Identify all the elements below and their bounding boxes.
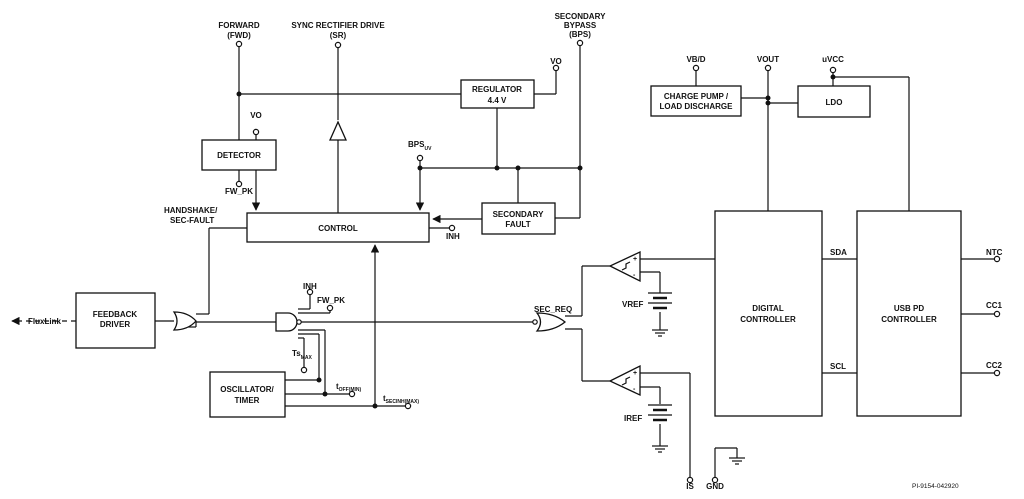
pin-gnd	[711, 476, 719, 484]
ldo-block: LDO	[797, 85, 871, 118]
label-vo-det: VO	[250, 111, 262, 120]
usbpd-label-1: USB PD	[894, 304, 924, 313]
sr-buffer-symbol	[328, 120, 348, 141]
pin-vout	[764, 64, 772, 72]
pin-inh2	[306, 288, 314, 296]
battery-iref	[648, 404, 672, 453]
pin-cc1	[993, 310, 1001, 318]
label-bps: (BPS)	[569, 30, 591, 39]
pin-tsmax	[300, 366, 308, 374]
label-vo-reg: VO	[550, 57, 562, 66]
pin-fw-pk	[235, 180, 243, 188]
label-fw-pk: FW_PK	[225, 187, 253, 196]
feedback-label-2: DRIVER	[100, 320, 130, 329]
pin-cc2	[993, 369, 1001, 377]
secondary-fault-block: SECONDARY FAULT	[481, 202, 556, 235]
label-fluxlink: FluxLink	[28, 317, 61, 326]
control-block: CONTROL	[246, 212, 430, 243]
label-sec-fault: SEC-FAULT	[170, 216, 214, 225]
ground-symbol	[729, 457, 745, 465]
label-tsecinh: tSECINH(MAX)	[383, 394, 419, 405]
label-bps-uv: BPSUV	[408, 140, 432, 152]
control-label: CONTROL	[318, 224, 358, 233]
svg-text:+: +	[633, 256, 637, 263]
label-scl: SCL	[830, 362, 846, 371]
comparator-iref: + -	[608, 364, 641, 397]
label-gnd: GND	[706, 482, 724, 491]
svg-text:+: +	[633, 370, 637, 377]
detector-label: DETECTOR	[217, 151, 261, 160]
battery-vref	[648, 292, 672, 337]
oscillator-label-2: TIMER	[235, 396, 260, 405]
secondary-fault-label-1: SECONDARY	[493, 210, 544, 219]
pin-ntc	[993, 255, 1001, 263]
pin-vo-reg	[552, 64, 560, 72]
digital-controller-block: DIGITAL CONTROLLER	[714, 210, 823, 417]
label-cc1: CC1	[986, 301, 1003, 310]
ldo-label: LDO	[826, 98, 843, 107]
oscillator-label-1: OSCILLATOR/	[220, 385, 274, 394]
label-handshake: HANDSHAKE/	[164, 206, 218, 215]
secondary-fault-label-2: FAULT	[505, 220, 530, 229]
pin-toff	[348, 390, 356, 398]
label-inh: INH	[446, 232, 460, 241]
label-forward-abbr: (FWD)	[227, 31, 251, 40]
label-cc2: CC2	[986, 361, 1003, 370]
comparator-vref: + -	[608, 250, 641, 283]
label-bypass: BYPASS	[564, 21, 597, 30]
label-sr-abbr: (SR)	[330, 31, 347, 40]
pin-uvcc	[829, 66, 837, 74]
label-forward: FORWARD	[218, 21, 259, 30]
label-is: IS	[686, 482, 694, 491]
pin-sr	[334, 41, 342, 49]
label-sec-req: SEC_REQ	[534, 305, 572, 314]
pin-fw-pk2	[326, 304, 334, 312]
pin-is	[686, 476, 694, 484]
charge-pump-block: CHARGE PUMP / LOAD DISCHARGE	[650, 85, 742, 117]
label-inh2: INH	[303, 282, 317, 291]
pin-bps-uv	[416, 154, 424, 162]
label-vref: VREF	[622, 300, 643, 309]
svg-text:-: -	[633, 386, 636, 393]
usbpd-label-2: CONTROLLER	[881, 315, 937, 324]
oscillator-block: OSCILLATOR/ TIMER	[209, 371, 286, 418]
usb-pd-controller-block: USB PD CONTROLLER	[856, 210, 962, 417]
pin-bps	[576, 39, 584, 47]
or-gate-feedback	[172, 311, 197, 331]
label-uvcc: uVCC	[822, 55, 844, 64]
labels: FORWARD (FWD) SYNC RECTIFIER DRIVE (SR) …	[28, 12, 1003, 491]
pin-vo-det	[252, 128, 260, 136]
label-vout: VOUT	[757, 55, 779, 64]
regulator-voltage: 4.4 V	[488, 96, 507, 105]
pin-tsecinh	[404, 402, 412, 410]
feedback-driver-block: FEEDBACK DRIVER	[75, 292, 156, 349]
regulator-label: REGULATOR	[472, 85, 522, 94]
svg-text:-: -	[633, 272, 636, 279]
digital-label-1: DIGITAL	[752, 304, 784, 313]
label-secondary: SECONDARY	[555, 12, 606, 21]
detector-block: DETECTOR	[201, 139, 277, 171]
label-iref: IREF	[624, 414, 642, 423]
label-vbd: VB/D	[686, 55, 705, 64]
charge-pump-label-1: CHARGE PUMP /	[664, 92, 729, 101]
pin-fwd	[235, 40, 243, 48]
regulator-block: REGULATOR 4.4 V	[460, 79, 535, 109]
pins	[235, 39, 1001, 484]
and-gate	[275, 312, 302, 332]
pin-vbd	[692, 64, 700, 72]
or-gate-sec-req	[532, 312, 567, 332]
label-tsmax: TsMAX	[292, 349, 313, 361]
label-ntc: NTC	[986, 248, 1003, 257]
label-fw-pk2: FW_PK	[317, 296, 345, 305]
pin-inh	[448, 224, 456, 232]
charge-pump-label-2: LOAD DISCHARGE	[660, 102, 734, 111]
junction-dots	[236, 74, 836, 409]
label-toff: tOFF(MIN)	[336, 382, 361, 393]
label-part-number: PI-9154-042920	[912, 483, 959, 490]
feedback-label-1: FEEDBACK	[93, 310, 138, 319]
label-sr: SYNC RECTIFIER DRIVE	[291, 21, 385, 30]
label-sda: SDA	[830, 248, 847, 257]
digital-label-2: CONTROLLER	[740, 315, 796, 324]
